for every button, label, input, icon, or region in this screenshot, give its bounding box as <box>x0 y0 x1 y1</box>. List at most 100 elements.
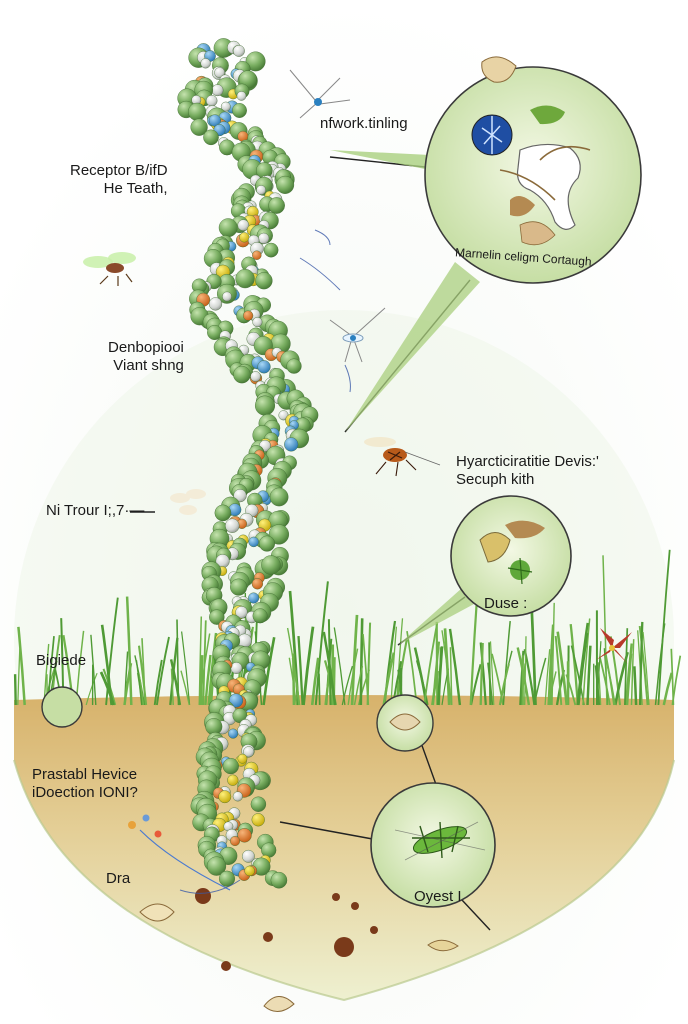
helix-bead <box>211 84 224 97</box>
helix-bead <box>248 536 259 548</box>
helix-bead <box>241 849 255 863</box>
grass-blade <box>359 618 364 706</box>
grass-blade <box>533 657 547 706</box>
insect-icons <box>83 56 632 1012</box>
grass-blade <box>176 619 180 706</box>
grass-blade <box>654 623 666 706</box>
grass-blade <box>423 622 439 706</box>
grass-blade <box>638 621 644 706</box>
grass-blade <box>487 662 494 706</box>
label-ni-trour-text: Ni Trour I;,7·— <box>46 502 145 519</box>
grass-blade <box>204 654 212 706</box>
label-bigiede: Bigiede <box>36 652 86 670</box>
helix-bead <box>252 608 268 624</box>
label-dra: Dra <box>106 870 130 888</box>
helix-bead <box>203 129 219 146</box>
label-denbo: Denbopiooi Viant shng <box>108 339 184 375</box>
helix-bead <box>284 437 299 452</box>
seed-icon <box>389 713 421 731</box>
helix-bead <box>235 606 248 619</box>
helix-bead <box>225 518 240 533</box>
label-hyarc-line1: Hyarcticiratitie Devis:' <box>456 453 599 470</box>
grass-blade <box>670 648 675 706</box>
label-network: nfwork.tinling <box>320 115 408 133</box>
helix-bead <box>227 774 239 786</box>
helix-bead <box>200 58 211 69</box>
helix-bead <box>244 865 255 877</box>
label-dra-text: Dra <box>106 870 131 887</box>
bubble-left <box>41 686 83 728</box>
grass-blade <box>516 647 531 706</box>
grass-blade <box>554 635 563 706</box>
helix-bead <box>270 871 288 889</box>
grass-blade <box>17 648 21 706</box>
grass-blade <box>565 674 577 706</box>
grass-blade <box>630 639 635 706</box>
soil-outline <box>13 759 675 1002</box>
grass-blade <box>625 653 633 706</box>
helix-bead <box>276 175 295 194</box>
grass-blade <box>491 653 504 706</box>
helix-bead <box>230 662 243 674</box>
label-receptor: Receptor B/ifD He Teath, <box>70 162 168 198</box>
label-duse: Duse : <box>484 595 527 613</box>
grass-blade <box>341 665 354 706</box>
grass-blade <box>318 673 321 706</box>
helix-bead <box>239 232 250 243</box>
helix-bead <box>252 317 263 328</box>
label-hyarc: Hyarcticiratitie Devis:' Secuph kith <box>456 453 599 489</box>
label-prastabl-line1: Prastabl Hevice <box>32 766 138 783</box>
label-receptor-line2: He Teath, <box>103 180 168 197</box>
grass-blade <box>390 626 398 706</box>
helix-bead <box>230 578 248 596</box>
grass-blade <box>441 630 453 706</box>
helix-bead <box>206 856 227 876</box>
helix-bead <box>258 232 270 245</box>
grass-blade <box>594 665 601 706</box>
grass-blade <box>582 618 591 706</box>
helix-bead <box>237 219 250 231</box>
helix-bead <box>259 535 276 552</box>
grass-blade <box>85 672 98 706</box>
helix-bead <box>257 360 271 374</box>
helix-bead <box>190 118 208 136</box>
helix-bead <box>237 753 248 764</box>
helix-bead <box>233 489 247 503</box>
helix-bead <box>254 395 275 416</box>
helix-bead <box>269 487 289 507</box>
helix-bead <box>243 310 254 321</box>
seed-icon-bottom <box>263 996 295 1012</box>
soil-ground <box>14 695 674 1000</box>
helix-bead <box>250 796 267 812</box>
helix-bead <box>218 870 235 887</box>
bud-cluster-icon <box>128 814 231 891</box>
grass-blade <box>577 632 589 706</box>
helix-bead <box>228 728 239 739</box>
grass-blade <box>602 555 608 706</box>
helix-bead <box>214 504 232 522</box>
grass-blade <box>262 636 276 706</box>
helix-bead <box>248 592 260 604</box>
helix-bead <box>236 91 247 101</box>
red-flower-icon <box>596 628 632 664</box>
helix-bead <box>232 103 247 118</box>
grass-blade <box>302 626 315 706</box>
helix-bead <box>228 693 244 708</box>
root-network-illustration <box>471 105 591 246</box>
grass-blade <box>169 659 182 706</box>
helix-bead <box>235 269 255 289</box>
pale-flower-icon <box>170 489 206 515</box>
grass-blade <box>125 596 133 706</box>
moth-icon <box>481 56 517 83</box>
soil-particles <box>195 888 378 971</box>
grass-blade <box>199 655 204 706</box>
grass-blade <box>638 625 649 706</box>
callout-wedge-top <box>330 150 430 170</box>
label-prastabl-line2: iDoection IONI? <box>32 784 138 801</box>
grass-blade <box>436 646 444 706</box>
grass-blade <box>13 674 17 706</box>
helix-bead <box>233 365 251 384</box>
mite-icon <box>427 939 459 952</box>
grass-blade <box>624 628 629 706</box>
